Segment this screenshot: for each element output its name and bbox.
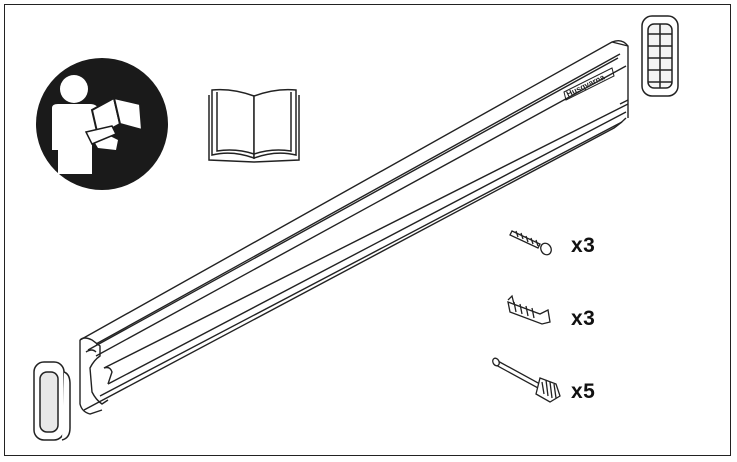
read-manual-icon (36, 58, 168, 190)
end-cap-left (33, 361, 71, 441)
open-book-icon (208, 88, 300, 163)
screw-icon (509, 230, 552, 256)
wall-plug-icon (507, 294, 551, 325)
end-cap-right (641, 15, 679, 97)
rail (79, 39, 629, 415)
screw-quantity: x3 (571, 234, 596, 257)
knob-pin-quantity: x5 (571, 380, 596, 403)
knob-pin-icon (492, 357, 561, 403)
wall-plug-quantity: x3 (571, 307, 596, 330)
